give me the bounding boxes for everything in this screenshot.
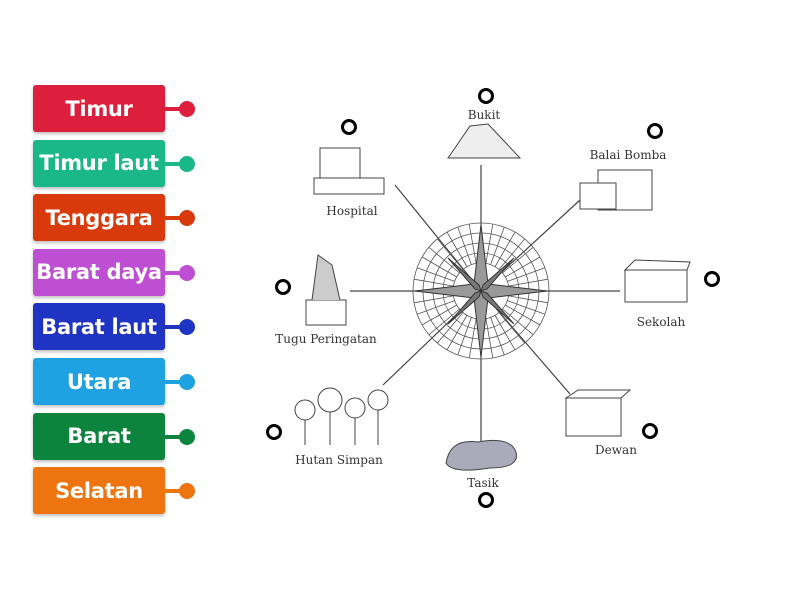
answer-tile-utara[interactable]: Utara: [33, 358, 165, 405]
tile-connector-dot[interactable]: [179, 374, 195, 390]
rose-spoke: [413, 278, 454, 287]
drop-target-tugu-peringatan[interactable]: [275, 279, 291, 295]
drop-target-bukit[interactable]: [478, 88, 494, 104]
place-label-hutan-simpan: Hutan Simpan: [295, 453, 383, 467]
drop-target-hospital[interactable]: [341, 119, 357, 135]
rose-spoke: [502, 246, 534, 274]
tile-label: Barat daya: [36, 260, 162, 285]
tile-connector-dot[interactable]: [179, 264, 195, 281]
answer-tile-tenggara[interactable]: Tenggara: [33, 194, 165, 242]
tile-connector: [165, 161, 185, 166]
place-label-sekolah: Sekolah: [636, 315, 686, 329]
drop-target-hutan-simpan[interactable]: [266, 424, 282, 440]
tile-connector: [165, 107, 185, 111]
rose-spoke: [436, 238, 464, 270]
hospital-icon: [313, 147, 385, 195]
rose-spoke: [490, 226, 505, 265]
rose-spoke: [498, 312, 526, 344]
answer-tile-barat[interactable]: Barat: [33, 412, 165, 460]
tile-connector-dot[interactable]: [179, 210, 195, 227]
tile-label: Barat: [67, 424, 131, 449]
drop-target-dewan[interactable]: [642, 423, 658, 439]
tile-connector-dot[interactable]: [179, 319, 195, 336]
rose-spoke: [413, 295, 454, 304]
drop-target-tasik[interactable]: [478, 492, 494, 508]
tile-connector-dot[interactable]: [179, 101, 195, 117]
tile-connector: [165, 380, 185, 384]
compass-star-icon: [414, 224, 548, 358]
rose-spoke: [508, 295, 549, 304]
tile-connector-dot[interactable]: [179, 155, 195, 172]
rose-spoke: [428, 308, 460, 336]
rose-spoke: [457, 317, 472, 356]
rose-spoke: [428, 246, 460, 274]
drop-target-balai-bomba[interactable]: [647, 123, 663, 139]
rose-spoke: [457, 226, 472, 265]
tile-connector: [165, 270, 185, 275]
tile-label: Barat laut: [41, 314, 157, 339]
tile-connector: [165, 216, 185, 221]
rose-spoke: [498, 238, 526, 270]
rose-spoke: [436, 312, 464, 344]
rose-spoke: [494, 231, 516, 267]
tile-label: Timur: [65, 96, 133, 121]
rose-spoke: [507, 267, 546, 282]
lake-icon: [445, 439, 517, 471]
place-label-balai-bomba: Balai Bomba: [589, 148, 667, 162]
place-label-hospital: Hospital: [326, 204, 378, 218]
tile-connector: [165, 325, 185, 330]
place-label-tugu-peringatan: Tugu Peringatan: [275, 332, 377, 346]
rose-spoke: [505, 304, 541, 326]
rose-spoke: [416, 300, 455, 315]
place-label-dewan: Dewan: [595, 443, 637, 457]
hall-icon: [564, 389, 632, 437]
forest-icon: [294, 387, 389, 445]
rose-spoke: [485, 318, 494, 359]
rose-spoke: [507, 300, 546, 315]
answer-tile-timur-laut[interactable]: Timur laut: [33, 139, 165, 187]
rose-spoke: [421, 304, 457, 326]
drop-target-sekolah[interactable]: [704, 271, 720, 287]
tile-connector-dot[interactable]: [179, 483, 195, 500]
rose-spoke: [446, 231, 468, 267]
tile-label: Tenggara: [45, 205, 153, 230]
tile-label: Timur laut: [39, 151, 159, 176]
answer-tile-selatan[interactable]: Selatan: [33, 467, 165, 515]
tile-connector: [165, 489, 185, 494]
rose-spoke: [502, 308, 534, 336]
answer-tile-timur[interactable]: Timur: [33, 85, 165, 132]
rose-spoke: [446, 315, 468, 351]
rose-spoke: [416, 267, 455, 282]
answer-tile-barat-daya[interactable]: Barat daya: [33, 248, 165, 296]
rose-spoke: [505, 256, 541, 278]
place-label-tasik: Tasik: [467, 476, 499, 490]
tile-connector: [165, 434, 185, 439]
rose-spoke: [508, 278, 549, 287]
answer-tile-barat-laut[interactable]: Barat laut: [33, 303, 165, 351]
rose-spoke: [490, 317, 505, 356]
tile-connector-dot[interactable]: [179, 428, 195, 445]
rose-spoke: [468, 223, 477, 264]
rose-spoke: [485, 223, 494, 264]
monument-icon: [305, 254, 347, 326]
place-label-bukit: Bukit: [467, 108, 501, 122]
tile-label: Utara: [66, 369, 132, 394]
fire-station-icon: [579, 169, 653, 211]
tile-label: Selatan: [55, 478, 143, 503]
rose-spoke: [421, 256, 457, 278]
school-icon: [623, 259, 691, 303]
rose-spoke: [468, 318, 477, 359]
hill-icon: [447, 123, 522, 159]
rose-spoke: [494, 315, 516, 351]
